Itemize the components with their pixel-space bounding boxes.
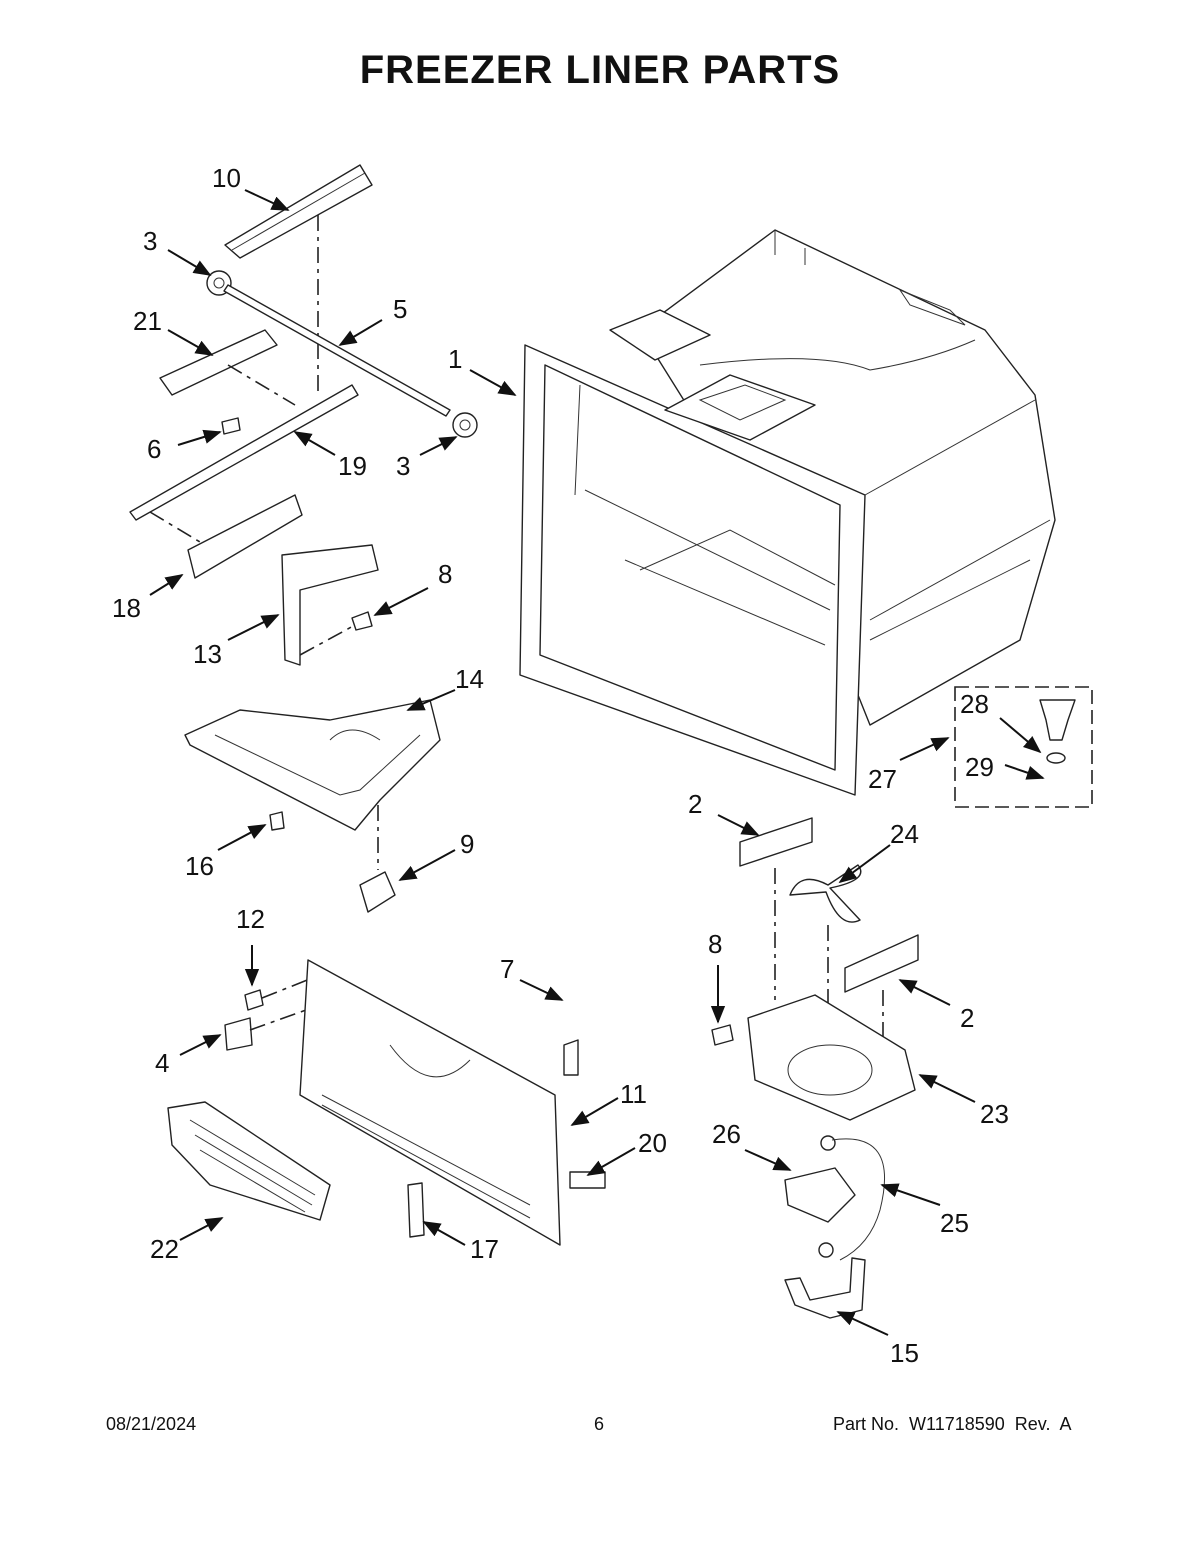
screw-part-12 <box>244 989 264 1011</box>
screw-part-8b <box>711 1024 734 1046</box>
panel-part-11 <box>299 959 561 1246</box>
clip-part-17 <box>407 1182 425 1238</box>
motor-part-26 <box>784 1167 856 1223</box>
callout-6: 6 <box>147 434 161 464</box>
rail-part-10 <box>224 164 373 259</box>
dash-line-13 <box>299 624 356 656</box>
callout-23: 23 <box>980 1099 1009 1129</box>
callout-1: 1 <box>448 344 462 374</box>
dash-line-19 <box>149 511 206 546</box>
callout-7: 7 <box>500 954 514 984</box>
callout-24: 24 <box>890 819 919 849</box>
grommet-lower <box>818 1242 834 1258</box>
dash-line-2 <box>774 868 884 1050</box>
wire-part-25 <box>831 1138 885 1261</box>
callout-14: 14 <box>455 664 484 694</box>
ring-part-29 <box>1046 752 1066 764</box>
kit-box-part-27 <box>954 686 1093 808</box>
page-title: FREEZER LINER PARTS <box>359 48 841 92</box>
clip-part-16 <box>269 811 285 831</box>
strip-part-20 <box>569 1171 606 1189</box>
dash-line-12 <box>249 974 321 1031</box>
callout-arrows <box>149 189 1045 1336</box>
callout-16: 16 <box>185 851 214 881</box>
callout-20: 20 <box>638 1128 667 1158</box>
screw-part-8a <box>351 611 373 631</box>
footer-page-number: 6 <box>594 1414 605 1434</box>
callout-22: 22 <box>150 1234 179 1264</box>
callout-10: 10 <box>212 163 241 193</box>
callout-18: 18 <box>112 593 141 623</box>
callout-21: 21 <box>133 306 162 336</box>
screw-part-6 <box>221 417 241 435</box>
callout-8: 8 <box>708 929 722 959</box>
probe-part-7 <box>563 1039 579 1076</box>
callout-15: 15 <box>890 1338 919 1368</box>
rod-part-5 <box>223 284 451 417</box>
callout-25: 25 <box>940 1208 969 1238</box>
pad-part-2a <box>739 817 813 867</box>
grille-part-22 <box>167 1101 331 1221</box>
fan-housing-part-23 <box>747 994 916 1121</box>
callout-11: 11 <box>620 1079 647 1109</box>
bracket-part-13 <box>281 544 379 666</box>
pad-part-2b <box>844 934 919 993</box>
dash-line-21 <box>227 364 296 406</box>
slide-part-19 <box>129 384 359 521</box>
callout-27: 27 <box>868 764 897 794</box>
callout-2: 2 <box>960 1003 974 1033</box>
callout-3: 3 <box>396 451 410 481</box>
gear-part-3b <box>452 412 478 438</box>
footer-date: 08/21/2024 <box>106 1414 197 1434</box>
callout-28: 28 <box>960 689 989 719</box>
callout-5: 5 <box>393 294 407 324</box>
bracket-part-18 <box>187 494 303 579</box>
footer-part-number: Part No. W11718590 Rev. A <box>833 1414 1072 1434</box>
callout-9: 9 <box>460 829 474 859</box>
bracket-part-4 <box>224 1017 253 1051</box>
callout-26: 26 <box>712 1119 741 1149</box>
knob-part-9 <box>359 871 396 913</box>
bracket-part-15 <box>784 1257 866 1319</box>
callout-4: 4 <box>155 1048 169 1078</box>
callout-13: 13 <box>193 639 222 669</box>
bracket-part-21 <box>159 329 278 396</box>
callout-3: 3 <box>143 226 157 256</box>
callout-8: 8 <box>438 559 452 589</box>
valve-part-28 <box>1039 699 1076 741</box>
callout-17: 17 <box>470 1234 499 1264</box>
freezer-liner <box>519 229 1056 796</box>
callout-12: 12 <box>236 904 265 934</box>
callout-2: 2 <box>688 789 702 819</box>
grommet-upper <box>820 1135 836 1151</box>
callout-29: 29 <box>965 752 994 782</box>
housing-part-14 <box>184 699 441 831</box>
callout-19: 19 <box>338 451 367 481</box>
